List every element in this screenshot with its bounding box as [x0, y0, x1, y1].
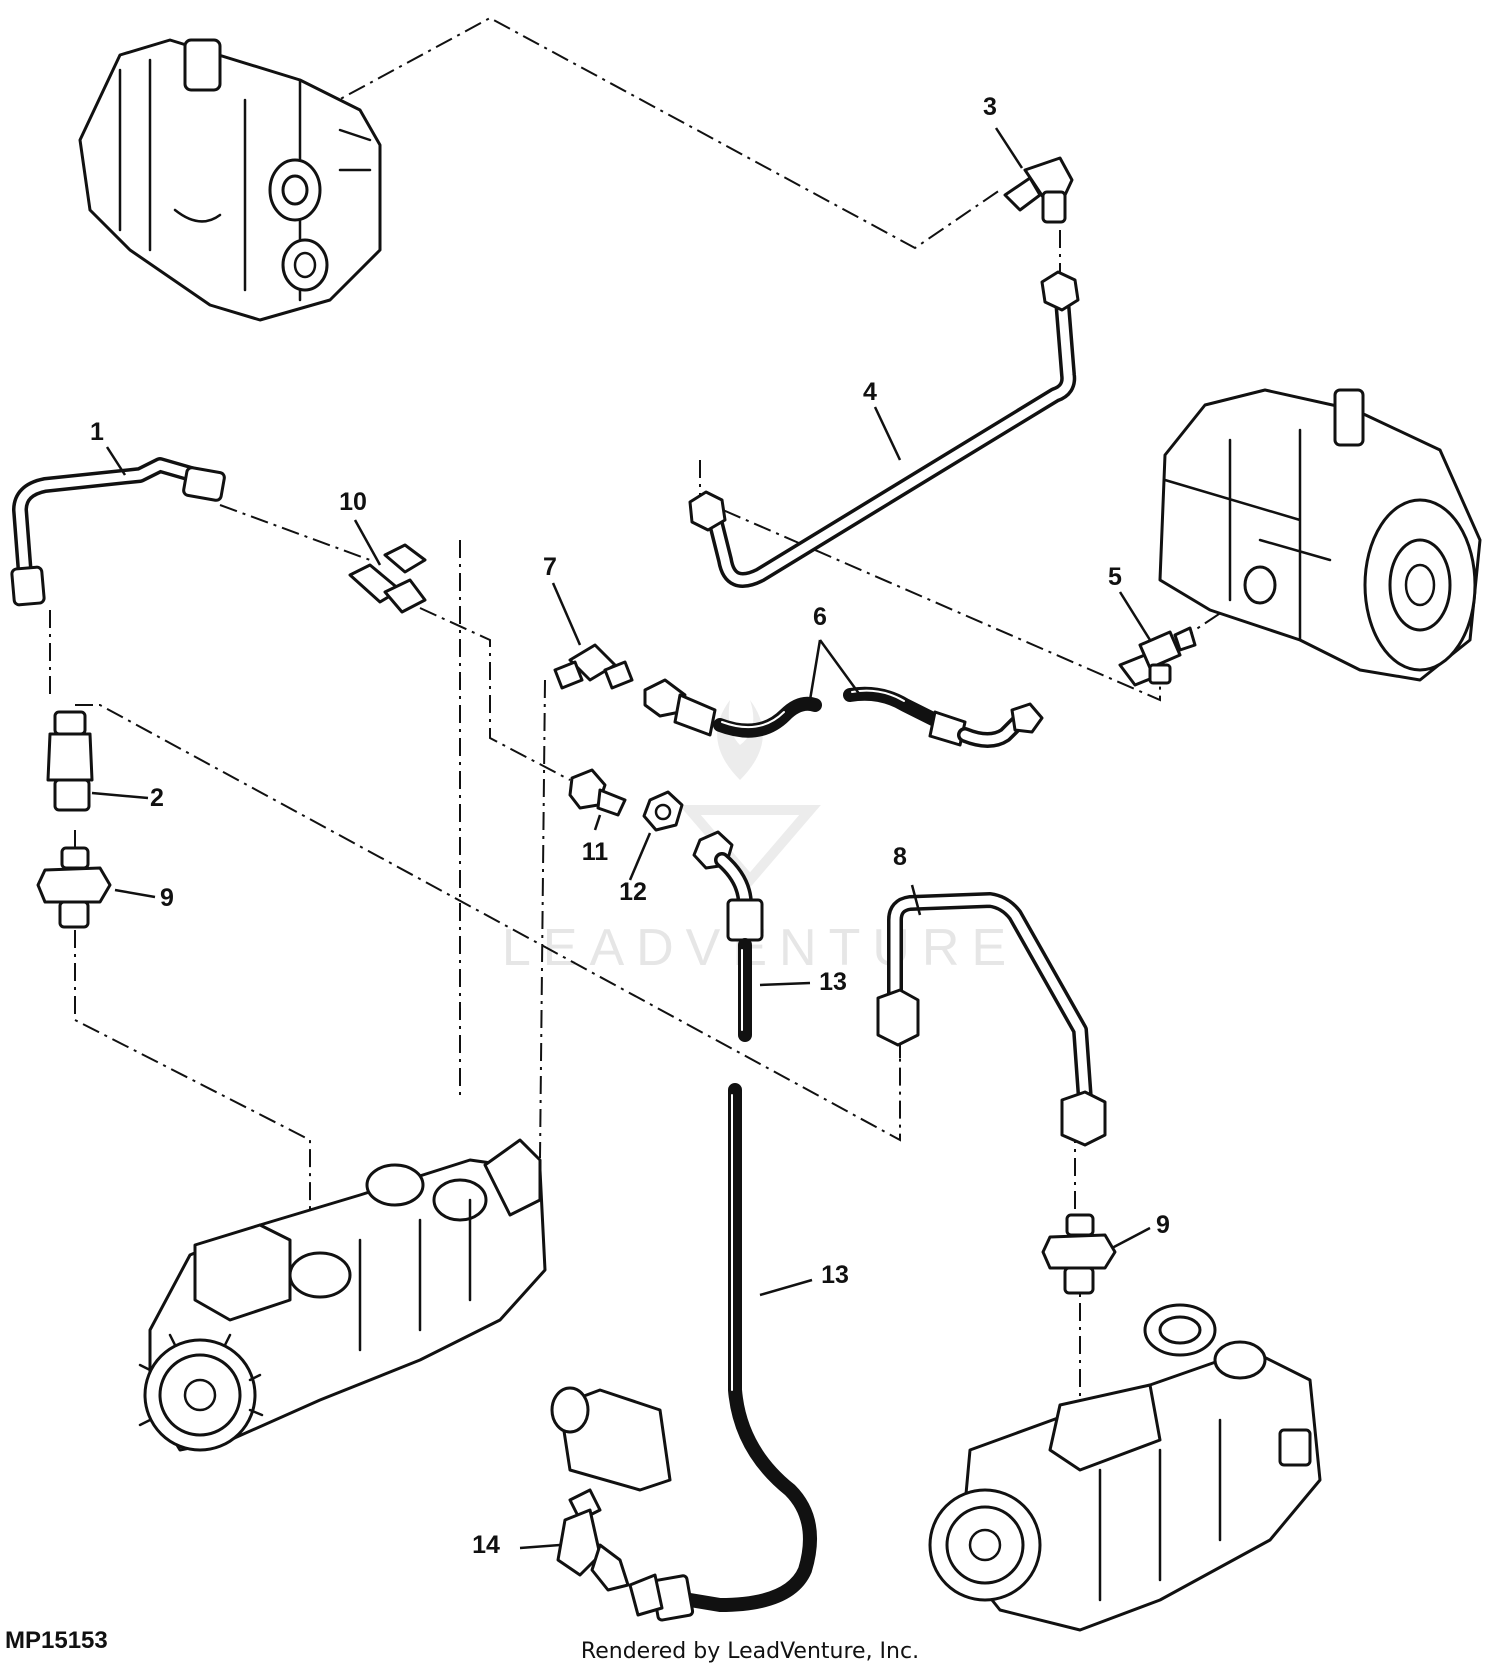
callout-labels: 1 2 3 4 5 6 7 8 9 9 10 11 12 13 13 14 [90, 93, 1170, 1559]
part-7-tee [553, 643, 634, 690]
part-9-left-fitting [36, 846, 112, 929]
callout-2: 2 [150, 784, 164, 812]
callout-13-upper: 13 [819, 968, 847, 996]
callout-9-left: 9 [160, 884, 174, 912]
callout-6: 6 [813, 603, 827, 631]
callout-11: 11 [582, 838, 609, 866]
callout-4: 4 [863, 378, 877, 406]
callout-14: 14 [472, 1531, 500, 1559]
part-12-nut [642, 790, 684, 832]
callout-10: 10 [339, 488, 367, 516]
part-8-pipe [876, 892, 1107, 1147]
part-1-pipe [10, 457, 226, 607]
callout-3: 3 [983, 93, 997, 121]
part-3-elbow [1003, 156, 1074, 224]
callout-7: 7 [543, 553, 557, 581]
callout-8: 8 [893, 843, 907, 871]
callout-5: 5 [1108, 563, 1122, 591]
connection-lines [49, 16, 1241, 1470]
callout-1: 1 [90, 418, 104, 446]
callout-9-right: 9 [1156, 1211, 1170, 1239]
part-13-upper-hose [692, 830, 764, 1042]
pump-bottom-left [138, 1138, 547, 1452]
part-5-tee [1118, 626, 1197, 687]
part-10-tee [348, 543, 427, 614]
figure-id: MP15153 [5, 1627, 108, 1654]
part-4-pipe [688, 270, 1080, 588]
leader-lines [91, 127, 1152, 1550]
watermark-flame-icon [717, 700, 763, 780]
part-6-hose [643, 678, 1044, 748]
part-14-elbow [556, 1488, 630, 1592]
part-9-right-fitting [1041, 1213, 1117, 1295]
callout-12: 12 [619, 878, 647, 906]
pump-top-left [78, 38, 382, 322]
fitting-block [550, 1386, 672, 1492]
pump-right [1158, 388, 1482, 682]
part-11-fitting [568, 768, 627, 817]
part-13-lower-hose [628, 1083, 817, 1622]
credit-text: Rendered by LeadVenture, Inc. [581, 1639, 919, 1664]
pump-bottom-right [928, 1303, 1322, 1632]
callout-13-lower: 13 [821, 1261, 849, 1289]
part-2-fitting [46, 710, 94, 812]
